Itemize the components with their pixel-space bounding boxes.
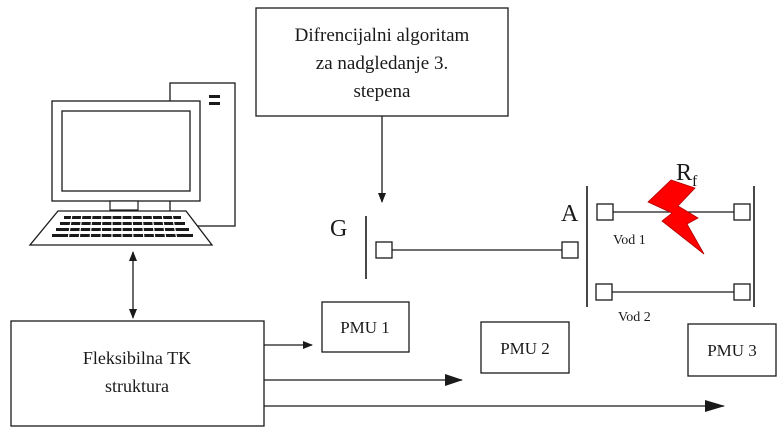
- breaker-vod1-remote: [733, 203, 751, 221]
- fault-label-main: R: [676, 160, 692, 186]
- algorithm-box-frame: [255, 7, 509, 117]
- pmu-2-label: PMU 2: [500, 339, 550, 358]
- fault-label: Rf: [676, 160, 698, 190]
- lightning-bolt-icon: [647, 179, 705, 255]
- vod-2-label: Vod 2: [618, 310, 651, 325]
- telecom-text-line-2: struktura: [105, 376, 169, 396]
- bus-g-label: G: [330, 216, 347, 242]
- breaker-g: [375, 241, 393, 259]
- breaker-vod2-a: [595, 283, 613, 301]
- pmu-1-box: PMU 1: [321, 301, 410, 353]
- algorithm-text-line-1: Difrencijalni algoritam: [295, 25, 470, 46]
- telecom-structure-box: Fleksibilna TK struktura: [10, 320, 265, 427]
- computer-screen: [61, 110, 191, 192]
- tower-slot-2: [209, 102, 220, 105]
- vod-1-label: Vod 1: [613, 233, 646, 248]
- fault-label-sub: f: [692, 173, 698, 190]
- monitor-stand: [109, 200, 139, 211]
- pmu-2-box: PMU 2: [480, 321, 570, 374]
- breaker-a-g-side: [561, 241, 579, 259]
- bus-a-label: A: [561, 201, 579, 227]
- algorithm-text-line-2: za nadgledanje 3.: [316, 53, 448, 74]
- telecom-box-frame: [10, 320, 265, 427]
- breaker-vod1-a: [596, 203, 614, 221]
- tower-slot-1: [209, 95, 220, 98]
- desktop-computer-icon: [28, 82, 236, 246]
- pmu-3-box: PMU 3: [687, 323, 777, 377]
- telecom-text-line-1: Fleksibilna TK: [83, 348, 191, 368]
- algorithm-box: Difrencijalni algoritam za nadgledanje 3…: [255, 7, 509, 117]
- pmu-1-label: PMU 1: [340, 318, 390, 337]
- pmu-3-label: PMU 3: [707, 341, 757, 360]
- breaker-vod2-remote: [733, 283, 751, 301]
- keyboard-key-gaps: [67, 213, 178, 241]
- algorithm-text-line-3: stepena: [354, 81, 412, 102]
